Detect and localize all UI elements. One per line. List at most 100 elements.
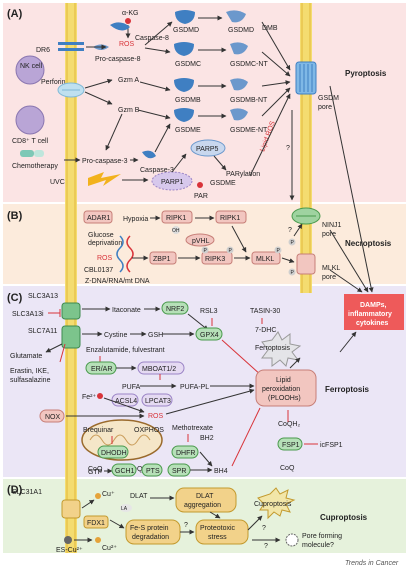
- par-dot: [197, 182, 203, 188]
- nk-cell: [15, 55, 45, 85]
- gsdme-shape: [174, 108, 194, 122]
- slc31a1-label: SLC31A1: [12, 489, 42, 496]
- cystine-label: Cystine: [104, 332, 127, 339]
- cu1-label: Cu⁺: [102, 491, 115, 498]
- fes-line1: Fe-S protein: [130, 525, 169, 532]
- gsh-label: GSH: [148, 332, 163, 339]
- perforin-label: Perforin: [41, 79, 66, 86]
- oxphos-label: OXPHOS: [134, 427, 164, 434]
- vhl-label: pVHL: [192, 238, 210, 245]
- ripk1-box-a: [161, 210, 193, 224]
- cu2-label: Cu²⁺: [102, 545, 117, 552]
- panel-d: SLC31A1 Cu⁺ FDX1 ES-Cu²⁺ Cu²⁺ LA DLAT DL…: [12, 487, 368, 554]
- dna-icon: [116, 235, 134, 273]
- dmb-label: DMB: [262, 25, 278, 32]
- ripk1b-label: RIPK1: [220, 215, 240, 222]
- mlkl-box: [251, 251, 281, 265]
- mlkl-pore-label-2: pore: [322, 274, 336, 281]
- damps-line1: DAMPs,: [360, 302, 387, 309]
- dhfr-label: DHFR: [176, 450, 195, 457]
- gsdm-label: GSDM: [318, 95, 339, 102]
- caspase-8-shape: [110, 22, 130, 31]
- chemotherapy-icon: [20, 150, 44, 157]
- mlkl-label: MLKL: [256, 256, 274, 263]
- agg-line1: DLAT: [196, 493, 214, 500]
- gsdmc-label: GSDMC: [175, 61, 201, 68]
- dlat-aggregation-box: [175, 487, 237, 513]
- ferroptosis-process-label: Ferroptosis: [325, 385, 370, 394]
- gsdme-nt-shape: [230, 108, 248, 121]
- coqh2-label: CoQH₂: [128, 466, 150, 473]
- slc7a11-transporter: [61, 325, 81, 349]
- ripk1a-label: RIPK1: [166, 215, 186, 222]
- akg-label: α-KG: [122, 10, 139, 17]
- acsl4-label: ACSL4: [115, 398, 137, 405]
- fsp1-label: FSP1: [282, 442, 300, 449]
- nox-label: NOX: [45, 414, 61, 421]
- gch1-box: [111, 463, 137, 477]
- pyroptosis-label: Pyroptosis: [345, 69, 387, 78]
- question-d1: ?: [184, 522, 188, 529]
- adar1-box: [83, 210, 113, 224]
- question-b: ?: [288, 227, 292, 234]
- gzma-label: Gzm A: [118, 77, 139, 84]
- proteotoxic-box: [195, 519, 249, 545]
- fdx1-box: [83, 515, 109, 529]
- phospho-dot-2: [226, 246, 234, 254]
- mboat-box: [137, 361, 185, 375]
- deprivation-label: deprivation: [88, 240, 122, 247]
- chemo-label: Chemotherapy: [12, 163, 58, 170]
- gsdmd-label: GSDMD: [173, 27, 199, 34]
- erar-label: ER/AR: [91, 366, 112, 373]
- explosion-icon: [261, 331, 302, 367]
- uvc-label: UVC: [50, 179, 65, 186]
- ninj1-pore-label: pore: [322, 231, 336, 238]
- panel-d-letter: (D): [7, 484, 23, 496]
- bh2-label: BH2: [200, 435, 214, 442]
- ninj1-label: NINJ1: [322, 222, 342, 229]
- gsdm-pore-icon: [295, 61, 317, 95]
- gsdm-pore-label: pore: [318, 104, 332, 111]
- procasp3-label: Pro-caspase-3: [82, 158, 128, 165]
- zbp1-label: ZBP1: [153, 256, 171, 263]
- lpcat3-box: [141, 393, 173, 407]
- phospho-label-4: P: [291, 240, 295, 246]
- parylation-label: PARylation: [226, 171, 260, 178]
- ripk1-box-b: [215, 210, 247, 224]
- escu-label: ES-Cu²⁺: [56, 547, 83, 554]
- bh4-label: BH4: [214, 468, 228, 475]
- gsdmd-shape: [175, 10, 195, 24]
- slc7a11-label: SLC7A11: [28, 328, 58, 335]
- damps-line3: cytokines: [356, 320, 388, 327]
- phospho-label-1: P: [204, 248, 208, 254]
- slc3a13i-label: SLC3A13i: [12, 311, 44, 318]
- gsdmb-nt-shape: [230, 78, 248, 91]
- prot-line1: Proteotoxic: [200, 525, 236, 532]
- oh-label: OH: [172, 228, 180, 234]
- coq-label: CoQ: [88, 466, 103, 473]
- pore-forming-line2: molecule?: [302, 542, 334, 549]
- panel-c: SLC3A13 SLC3A13i Itaconate NRF2 SLC7A11 …: [10, 293, 370, 477]
- necroptosis-label: Necroptosis: [345, 239, 392, 248]
- par-label: PAR: [194, 193, 208, 200]
- cuproptosis-explosion-icon: [257, 487, 296, 520]
- dhc-label: 7-DHC: [255, 327, 276, 334]
- gtp-label: GTP: [88, 469, 103, 476]
- erastin-label-2: sulfasalazine: [10, 377, 51, 384]
- ros-label-b: ROS: [97, 255, 113, 262]
- cu2-dot: [95, 537, 101, 543]
- parp5-label: PARP5: [196, 146, 219, 153]
- parp5-oval: [190, 139, 226, 157]
- phospho-dot-4: [288, 238, 296, 246]
- gsdmc-nt-shape: [230, 42, 248, 55]
- oh-dot: [172, 226, 180, 234]
- glutamate-label: Glutamate: [10, 353, 42, 360]
- gsdme2-label: GSDME: [210, 180, 236, 187]
- gsdmbnt-label: GSDMB-NT: [230, 97, 268, 104]
- phospho-label-5: P: [291, 270, 295, 276]
- panel-b-letter: (B): [7, 210, 23, 222]
- panel-a-letter: (A): [7, 8, 23, 20]
- pufa-label: PUFA: [122, 384, 141, 391]
- la-label: LA: [121, 506, 128, 512]
